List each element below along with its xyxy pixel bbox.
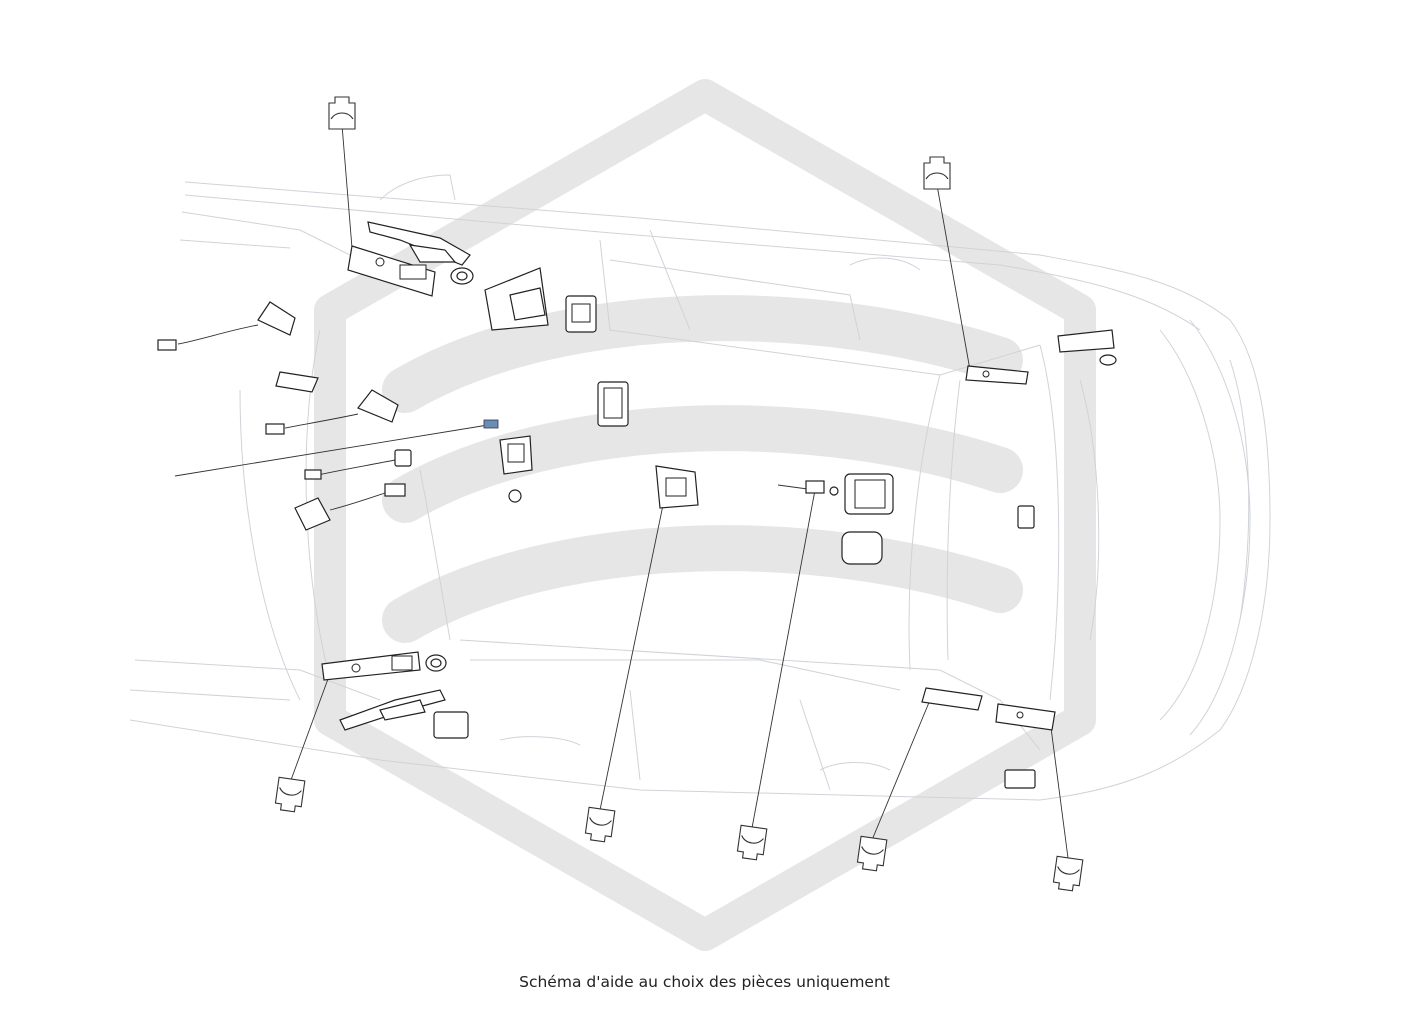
part-callout-tag-icon[interactable] [1052, 855, 1084, 892]
part-connector-right[interactable] [1017, 505, 1035, 529]
part-module-bracket-center[interactable] [499, 435, 533, 503]
part-antenna-cable-lower[interactable] [304, 449, 412, 480]
part-control-module-small[interactable] [565, 295, 597, 333]
part-antenna-amplifier-left-front[interactable] [347, 245, 436, 297]
part-module-bracket[interactable] [484, 267, 549, 331]
part-callout-tag-icon[interactable] [923, 156, 951, 190]
diagram-caption: Schéma d'aide au choix des pièces unique… [519, 973, 890, 991]
leader-lines [174, 124, 1069, 859]
part-relay-module-rear[interactable] [1004, 769, 1036, 789]
part-callout-tag-icon[interactable] [736, 824, 768, 861]
part-callout-tag-icon[interactable] [328, 96, 356, 130]
hexagon-logo-watermark-icon [314, 79, 1096, 951]
part-antenna-amplifier-left-rear[interactable] [321, 651, 421, 681]
part-cover-pad[interactable] [841, 531, 883, 565]
part-relay-module-lower[interactable] [433, 711, 469, 739]
part-grommet-lower[interactable] [425, 654, 447, 672]
part-mounting-bracket-lower[interactable] [339, 689, 446, 731]
part-grommet-upper[interactable] [450, 267, 474, 285]
car-body-outline [129, 174, 1271, 801]
part-antenna-pad[interactable] [275, 371, 319, 393]
part-callout-tag-icon[interactable] [584, 806, 616, 843]
part-callout-tag-icon[interactable] [274, 776, 306, 813]
part-antenna-amplifier-right-front[interactable] [965, 365, 1029, 385]
part-sensor-highlight[interactable] [483, 419, 499, 429]
part-control-module-relay[interactable] [597, 381, 629, 427]
part-antenna-amplifier-rear-top[interactable] [1057, 329, 1117, 366]
part-antenna-cable-middle[interactable] [265, 389, 399, 435]
part-gps-antenna[interactable] [294, 483, 406, 531]
part-label[interactable] [805, 480, 825, 494]
part-central-control-unit[interactable] [655, 465, 699, 509]
part-display-module[interactable] [829, 473, 894, 515]
part-mounting-bracket-upper[interactable] [367, 221, 471, 266]
part-callout-tag-icon[interactable] [856, 835, 888, 872]
part-antenna-cable-upper[interactable] [157, 301, 296, 351]
part-antenna-amplifier-right-rear[interactable] [921, 687, 983, 711]
part-antenna-amplifier-rear[interactable] [995, 703, 1056, 731]
